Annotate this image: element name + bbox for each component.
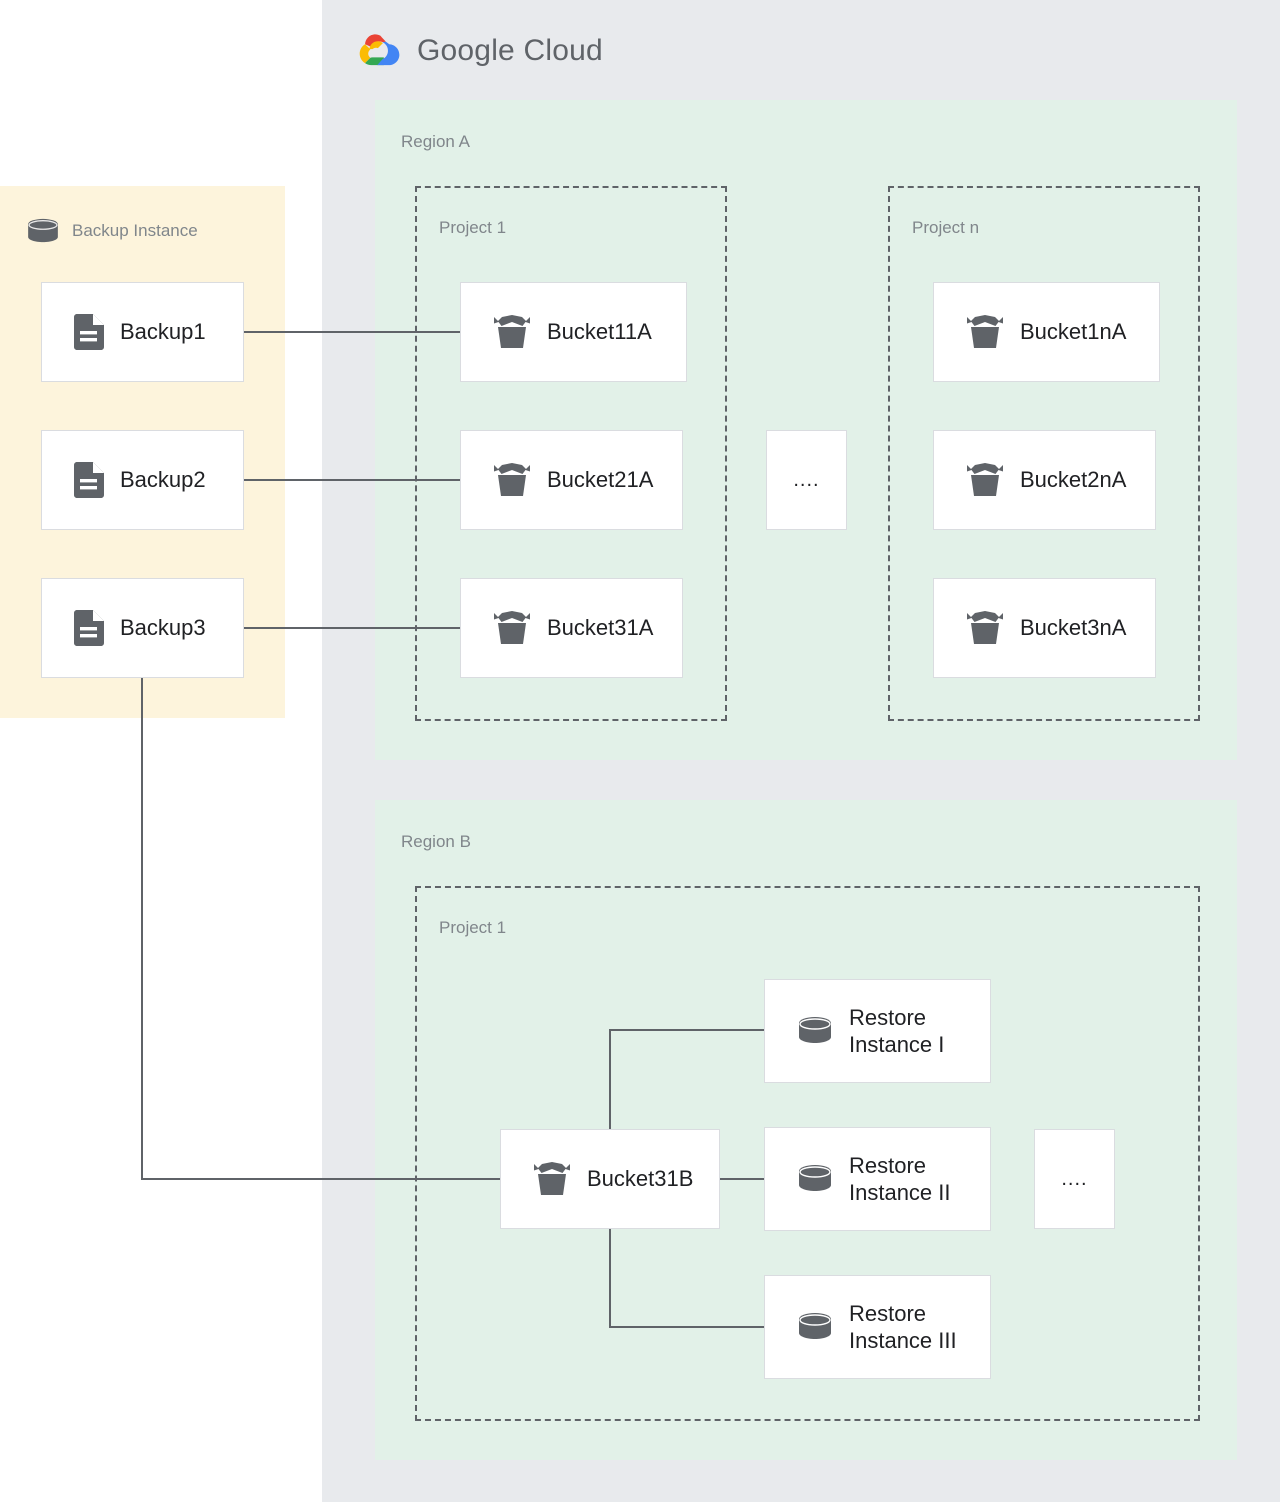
connector-backup3-bucket31b-horizontal bbox=[141, 1178, 500, 1180]
ellipsis-label: .... bbox=[793, 468, 820, 491]
bucket-icon bbox=[494, 315, 530, 348]
project-a-n-label: Project n bbox=[912, 218, 980, 237]
document-icon bbox=[74, 610, 104, 646]
connector-bucket31b-restore3-vertical bbox=[609, 1229, 611, 1328]
connector-bucket31b-restore1-vertical bbox=[609, 1029, 611, 1129]
google-cloud-logo: Google Cloud bbox=[357, 28, 603, 74]
node-bucket31a[interactable]: Bucket31A bbox=[460, 578, 683, 678]
node-restore-instance-1-label: Restore Instance I bbox=[849, 1004, 945, 1057]
connector-backup2-bucket21a bbox=[244, 479, 460, 481]
node-bucket1na[interactable]: Bucket1nA bbox=[933, 282, 1160, 382]
node-backup1[interactable]: Backup1 bbox=[41, 282, 244, 382]
region-b-label: Region B bbox=[401, 832, 471, 851]
node-bucket11a-label: Bucket11A bbox=[547, 319, 652, 345]
connector-backup3-bucket31a bbox=[244, 627, 460, 629]
node-bucket21a[interactable]: Bucket21A bbox=[460, 430, 683, 530]
node-bucket2na[interactable]: Bucket2nA bbox=[933, 430, 1156, 530]
ellipsis-label: .... bbox=[1061, 1167, 1088, 1190]
node-restore-instance-2-label: Restore Instance II bbox=[849, 1152, 951, 1205]
node-restore-instance-1[interactable]: Restore Instance I bbox=[764, 979, 991, 1083]
node-backup2-label: Backup2 bbox=[120, 467, 206, 493]
bucket-icon bbox=[534, 1162, 570, 1195]
node-bucket3na-label: Bucket3nA bbox=[1020, 615, 1127, 641]
project-b-1-label: Project 1 bbox=[439, 918, 507, 937]
database-icon bbox=[799, 1017, 831, 1043]
bucket-icon bbox=[967, 315, 1003, 348]
node-restore-instance-3-label: Restore Instance III bbox=[849, 1300, 957, 1353]
node-bucket1na-label: Bucket1nA bbox=[1020, 319, 1127, 345]
connector-bucket31b-restore2 bbox=[720, 1178, 764, 1180]
node-bucket31b[interactable]: Bucket31B bbox=[500, 1129, 720, 1229]
node-bucket2na-label: Bucket2nA bbox=[1020, 467, 1127, 493]
document-icon bbox=[74, 314, 104, 350]
node-backup3-label: Backup3 bbox=[120, 615, 206, 641]
ellipsis-box-region-b: .... bbox=[1034, 1129, 1115, 1229]
node-bucket11a[interactable]: Bucket11A bbox=[460, 282, 687, 382]
bucket-icon bbox=[967, 611, 1003, 644]
connector-bucket31b-restore3-horizontal bbox=[609, 1326, 764, 1328]
bucket-icon bbox=[967, 463, 1003, 496]
project-a-n-container: Project n bbox=[888, 186, 1200, 721]
database-icon bbox=[28, 218, 58, 243]
project-a-1-label: Project 1 bbox=[439, 218, 507, 237]
region-a-label: Region A bbox=[401, 132, 470, 151]
node-bucket31a-label: Bucket31A bbox=[547, 615, 654, 641]
bucket-icon bbox=[494, 463, 530, 496]
node-bucket31b-label: Bucket31B bbox=[587, 1166, 694, 1192]
google-cloud-logo-icon bbox=[359, 34, 400, 66]
node-backup1-label: Backup1 bbox=[120, 319, 206, 345]
database-icon bbox=[799, 1313, 831, 1339]
ellipsis-box-region-a: .... bbox=[766, 430, 847, 530]
backup-instance-header: Backup Instance bbox=[26, 218, 198, 244]
google-cloud-wordmark: Google Cloud bbox=[417, 34, 603, 68]
database-icon bbox=[799, 1165, 831, 1191]
node-bucket3na[interactable]: Bucket3nA bbox=[933, 578, 1156, 678]
node-bucket21a-label: Bucket21A bbox=[547, 467, 654, 493]
connector-backup3-bucket31b-vertical bbox=[141, 678, 143, 1180]
bucket-icon bbox=[494, 611, 530, 644]
project-b-1-container: Project 1 bbox=[415, 886, 1200, 1421]
document-icon bbox=[74, 462, 104, 498]
brand-google: Google bbox=[417, 34, 515, 67]
connector-bucket31b-restore1-horizontal bbox=[609, 1029, 764, 1031]
connector-backup1-bucket11a bbox=[244, 331, 460, 333]
project-a-1-container: Project 1 bbox=[415, 186, 727, 721]
node-restore-instance-2[interactable]: Restore Instance II bbox=[764, 1127, 991, 1231]
node-backup2[interactable]: Backup2 bbox=[41, 430, 244, 530]
node-backup3[interactable]: Backup3 bbox=[41, 578, 244, 678]
node-restore-instance-3[interactable]: Restore Instance III bbox=[764, 1275, 991, 1379]
brand-cloud: Cloud bbox=[523, 34, 603, 67]
backup-instance-title: Backup Instance bbox=[72, 221, 198, 240]
